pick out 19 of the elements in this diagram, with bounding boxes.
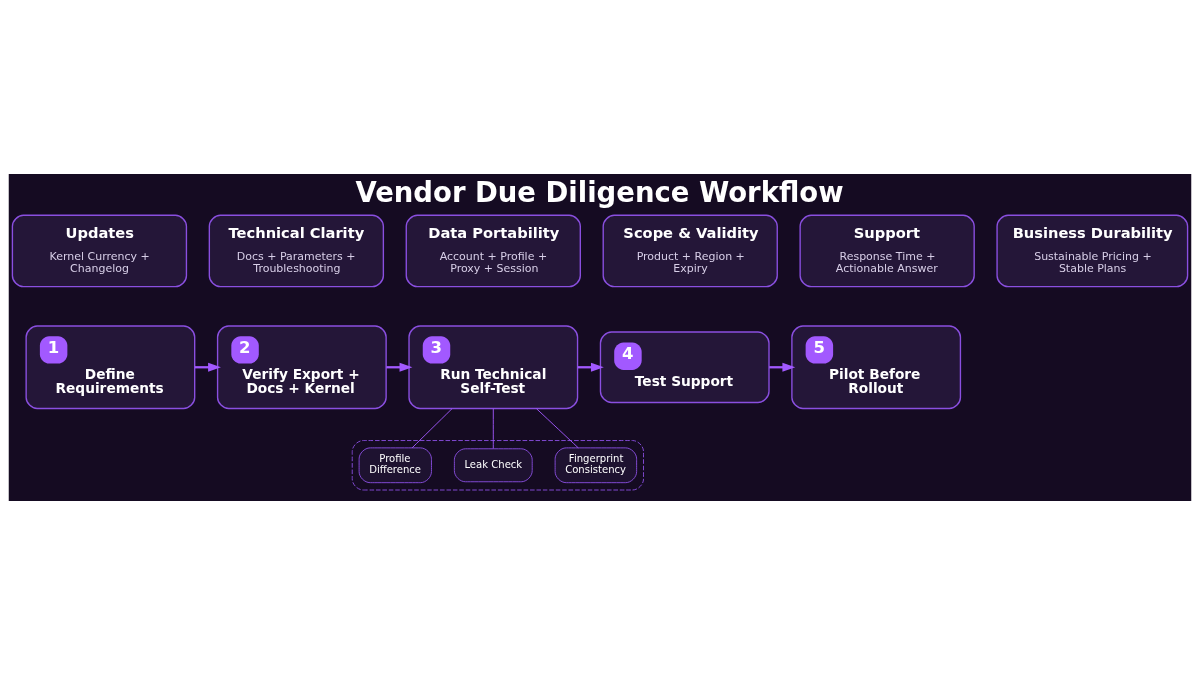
node-box: Updates Kernel Currency + Changelog [11, 214, 188, 288]
diagram-title: Vendor Due Diligence Workflow [355, 177, 844, 209]
node-box: Business Durability Sustainable Pricing + Stable Plans [996, 214, 1189, 288]
node-box: 4 Test Support [599, 331, 770, 404]
connector [411, 408, 453, 449]
node-box: 1 Define Requirements [25, 325, 196, 410]
node-box: Leak Check [453, 448, 533, 483]
node-box: 2 Verify Export + Docs + Kernel [216, 325, 387, 410]
node-box: Data Portability Account + Profile + Proxy + Session [405, 214, 581, 288]
cluster [351, 440, 644, 491]
connector [536, 408, 579, 449]
node-box: Support Response Time + Actionable Answer [799, 214, 975, 288]
node-box: 5 Pilot Before Rollout [791, 325, 962, 410]
node-box: Scope & Validity Product + Region + Expiry [602, 214, 778, 288]
node-box: Fingerprint Consistency [554, 447, 638, 484]
node-box: Technical Clarity Docs + Parameters + Troubleshooting [208, 214, 385, 288]
node-box: Profile Difference [358, 447, 432, 484]
node-box: 3 Run Technical Self-Test [408, 325, 579, 410]
connector [492, 408, 494, 450]
